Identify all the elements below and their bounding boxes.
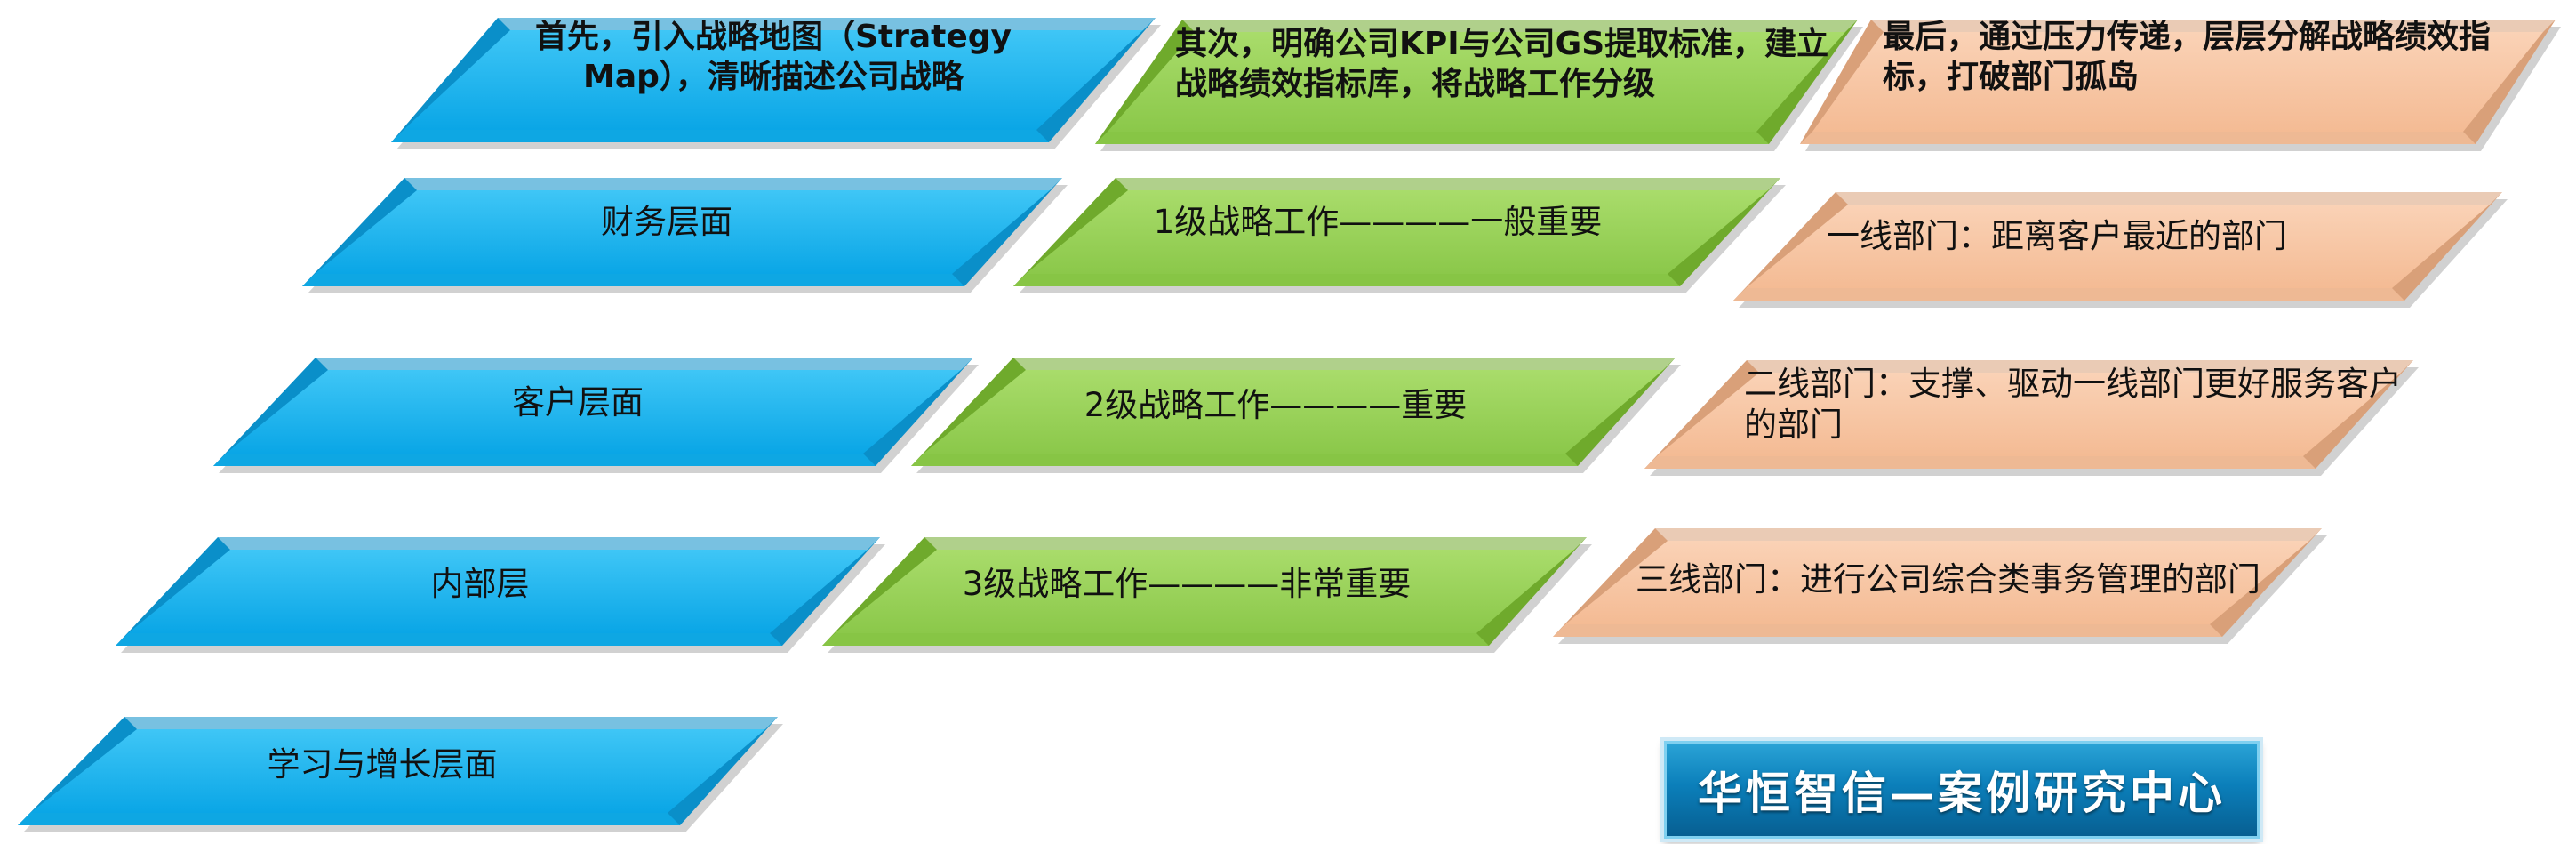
header-kpi-library: 其次，明确公司KPI与公司GS提取标准，建立战略绩效指标库，将战略工作分级 — [1175, 26, 1829, 102]
plate-col3-row1-highlight — [1836, 192, 2502, 205]
plate-header-3-face — [1812, 32, 2543, 132]
plate-col3-row2-bevel-bottom — [1644, 456, 2316, 469]
plate-col3-row3-highlight — [1655, 528, 2322, 541]
dept-first-line: 一线部门：距离客户最近的部门 — [1827, 216, 2287, 255]
dept-third-line: 三线部门：进行公司综合类事务管理的部门 — [1636, 559, 2260, 599]
plate-col1-row1-highlight — [404, 178, 1062, 190]
plate-header-1 — [391, 18, 1161, 149]
dept-second-line: 二线部门：支撑、驱动一线部门更好服务客户的部门 — [1744, 364, 2402, 444]
strategic-work-level-3: 3级战略工作————非常重要 — [962, 564, 1412, 603]
plate-header-2-face — [1108, 32, 1845, 132]
plate-col3-row1-face — [1746, 205, 2490, 288]
plate-header-3-bevel-bottom — [1800, 132, 2476, 144]
header-pressure-transfer: 最后，通过压力传递，层层分解战略绩效指标，打破部门孤岛 — [1883, 19, 2492, 95]
plate-col2-row1 — [1013, 178, 1786, 293]
plate-header-3-highlight — [1871, 20, 2556, 32]
plate-col3-row3-face — [1565, 541, 2309, 624]
plate-header-1-face — [404, 30, 1143, 130]
plate-col1-row3 — [116, 537, 885, 653]
level-customer: 客户层面 — [512, 382, 644, 422]
plate-col3-row3 — [1553, 528, 2327, 644]
plate-col1-row2 — [213, 358, 979, 473]
strategic-work-level-1: 1级战略工作————一般重要 — [1153, 202, 1603, 241]
level-financial: 财务层面 — [601, 202, 732, 241]
plate-header-1-highlight — [498, 18, 1156, 30]
plate-col1-row2-face — [226, 370, 961, 454]
plate-col1-row4-face — [30, 729, 765, 813]
plate-col3-row2 — [1644, 360, 2419, 476]
company-badge: 华恒智信—案例研究中心 — [1664, 741, 2260, 839]
plate-col1-row2-highlight — [316, 358, 973, 370]
plate-col1-row4 — [18, 717, 783, 832]
plate-col1-row4-highlight — [124, 717, 778, 729]
level-internal: 内部层 — [430, 564, 530, 603]
plate-col3-row1-bevel-bottom — [1733, 288, 2404, 301]
strategic-work-level-2: 2级战略工作————重要 — [1084, 385, 1468, 424]
plate-col2-row2-highlight — [1013, 358, 1676, 370]
plate-col3-row1 — [1733, 192, 2508, 308]
plate-col2-row3 — [822, 537, 1592, 653]
plate-col1-row4-bevel-bottom — [18, 813, 680, 825]
plate-col1-row1-face — [315, 190, 1050, 274]
plate-col1-row1 — [302, 178, 1068, 293]
plate-col2-row1-bevel-bottom — [1013, 274, 1680, 286]
plate-header-3 — [1800, 20, 2561, 151]
plate-col2-row3-bevel-bottom — [822, 633, 1489, 646]
plate-col2-row1-highlight — [1116, 178, 1780, 190]
plate-col1-row3-highlight — [218, 537, 880, 550]
plate-col2-row2 — [911, 358, 1681, 473]
plate-col2-row3-highlight — [924, 537, 1587, 550]
plate-col3-row2-highlight — [1747, 360, 2413, 373]
plate-header-2-bevel-bottom — [1095, 132, 1769, 144]
header-strategy-map: 首先，引入战略地图（Strategy Map），清晰描述公司战略 — [534, 19, 1012, 95]
plate-col2-row2-bevel-bottom — [911, 454, 1578, 466]
plate-col2-row3-face — [835, 550, 1574, 633]
plate-col3-row3-bevel-bottom — [1553, 624, 2222, 637]
plate-col1-row2-bevel-bottom — [213, 454, 876, 466]
plate-header-1-bevel-bottom — [391, 130, 1049, 142]
plate-header-2 — [1095, 20, 1863, 151]
plate-col1-row3-face — [128, 550, 868, 633]
plate-col1-row1-bevel-bottom — [302, 274, 964, 286]
plate-col2-row2-face — [924, 370, 1663, 454]
plate-col2-row1-face — [1026, 190, 1768, 274]
level-learning-growth: 学习与增长层面 — [267, 744, 498, 784]
plate-col1-row3-bevel-bottom — [116, 633, 782, 646]
plate-header-2-highlight — [1182, 20, 1858, 32]
plate-col3-row2-face — [1657, 373, 2401, 456]
